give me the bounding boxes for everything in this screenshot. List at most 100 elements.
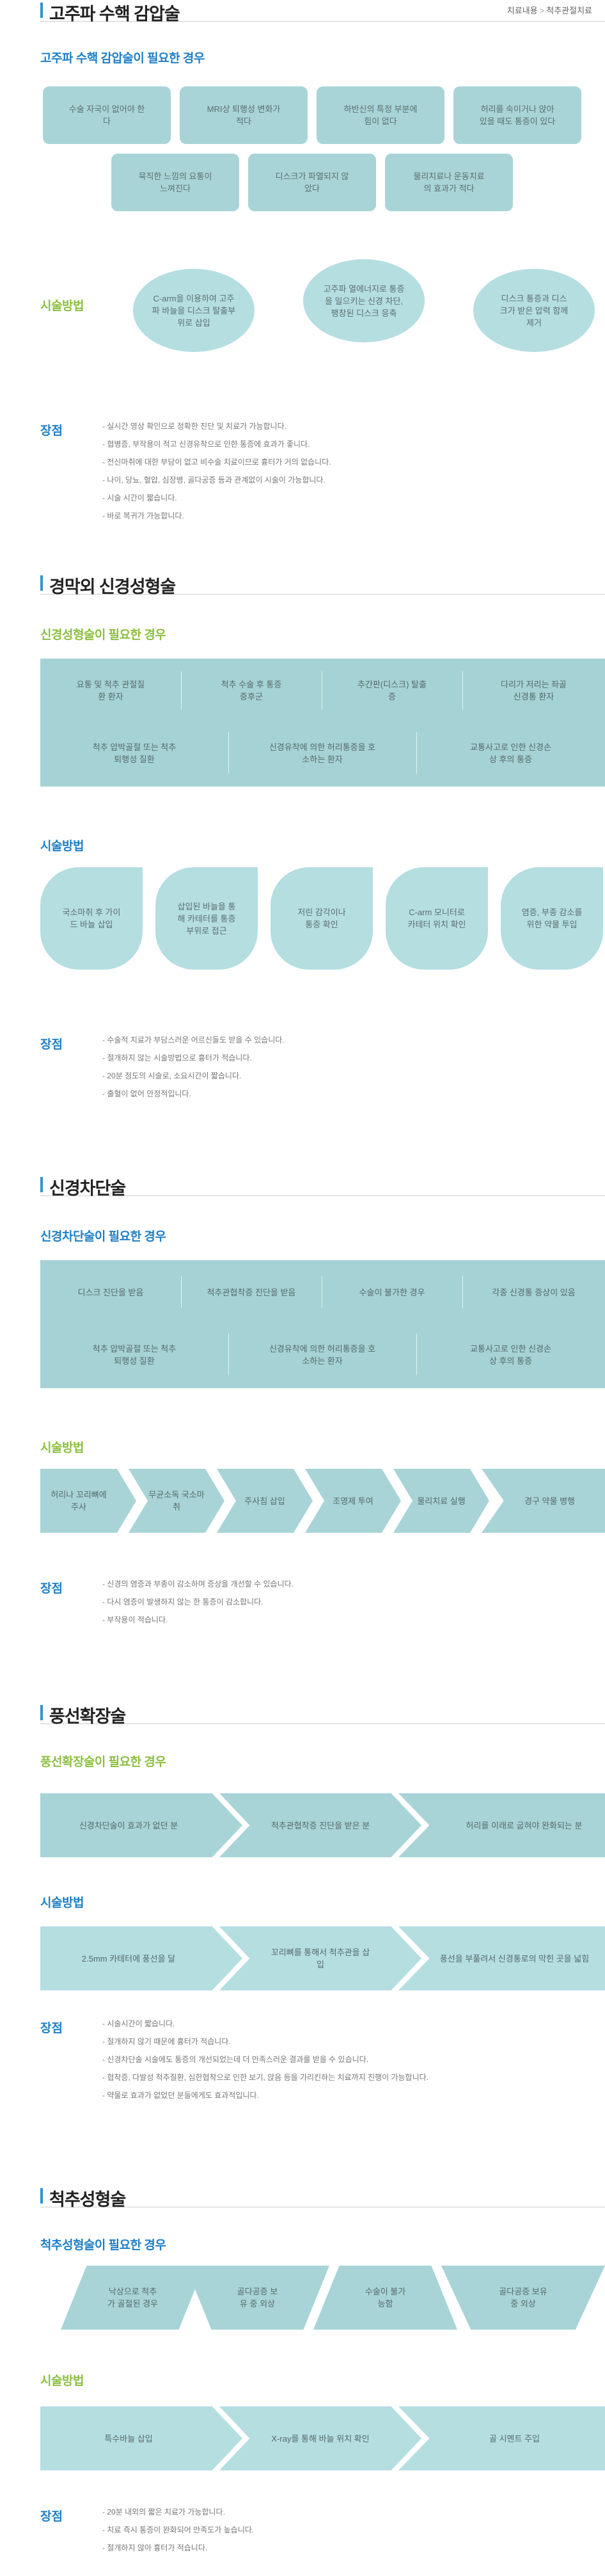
method-step: 무균소독 국소마취 xyxy=(129,1469,224,1533)
divider xyxy=(181,1276,182,1308)
need-title: 고주파 수핵 감압술이 필요한 경우 xyxy=(40,52,205,65)
method-step: 삽입된 바늘을 통해 카테터를 통증 부위로 접근 xyxy=(155,867,258,970)
need-title: 풍선확장술이 필요한 경우 xyxy=(40,1756,166,1769)
advantage-item: 시술 시간이 짧습니다. xyxy=(102,489,331,507)
need-item: 교통사고로 인한 신경손상 후의 통증 xyxy=(470,742,551,764)
method-step: 디스크 통증과 디스크가 받은 압력 함께 제거 xyxy=(473,269,595,352)
method-step: 물리치료 실행 xyxy=(393,1469,489,1533)
method-step: X-ray를 통해 바늘 위치 확인 xyxy=(219,2406,421,2470)
advantage-item: 출혈이 없어 안정적입니다. xyxy=(102,1085,285,1103)
section-rf-decompression: 고주파 수핵 감압술 치료내용>척추관절치료 고주파 수핵 감압술이 필요한 경… xyxy=(0,0,605,550)
advantage-item: 20분 내외의 짧은 치료가 가능합니다. xyxy=(102,2503,254,2521)
need-item: 요통 및 척추 관절질환 환자 xyxy=(76,680,145,701)
method-step: 국소마취 후 가이드 바늘 삽입 xyxy=(40,867,143,970)
need-item: 척추 압박골절 또는 척추 퇴행성 질환 xyxy=(92,742,177,764)
method-step: 꼬리뼈를 통해서 척추관을 삽입 xyxy=(219,1926,421,1990)
advantage-item: 신경의 염증과 부종이 감소하며 증상을 개선할 수 있습니다. xyxy=(102,1575,294,1593)
section-nerve-block: 신경차단술 신경차단술이 필요한 경우 디스크 진단을 받음 척추관협착증 진단… xyxy=(0,1174,605,1686)
method-step: 골 시멘트 주입 xyxy=(398,2406,605,2470)
advantage-item: 전신마취에 대한 부담이 없고 비수술 치료이므로 흉터가 거의 없습니다. xyxy=(102,453,331,471)
section-header: 신경차단술 xyxy=(40,1174,605,1198)
need-item: 척추관협착증 진단을 받음 xyxy=(207,1287,296,1297)
breadcrumb-item[interactable]: 척추관절치료 xyxy=(546,6,592,15)
need-item: 골다공증 보유 중 외상 xyxy=(185,2266,329,2330)
section-header: 풍선확장술 xyxy=(40,1702,605,1726)
section-title: 고주파 수핵 감압술 xyxy=(49,4,180,24)
advantage-item: 나이, 당뇨, 혈압, 심장병, 골다공증 등과 관계없이 시술이 가능합니다. xyxy=(102,471,331,489)
method-title: 시술방법 xyxy=(40,1896,84,1910)
advantage-item: 협착증, 다발성 척추질환, 심한협착으로 인한 보기, 앉음 등을 가리킨하는… xyxy=(102,2068,428,2086)
advantage-list: 시술시간이 짧습니다. 절개하지 않기 때문에 흉터가 적습니다. 신경차단술 … xyxy=(102,2015,428,2104)
advantage-item: 실시간 영상 확인으로 정확한 진단 및 치료가 가능합니다. xyxy=(102,417,331,435)
need-item: 허리를 이래로 굽혀야 완화되는 분 xyxy=(398,1793,605,1857)
divider xyxy=(416,732,417,774)
method-step: 2.5mm 카테터에 풍선을 달 xyxy=(40,1926,242,1990)
need-item: 신경유착에 의한 허리통증을 호소하는 환자 xyxy=(269,742,376,764)
need-item: 추간판(디스크) 탈출증 xyxy=(358,680,427,701)
advantage-item: 부작용이 적습니다. xyxy=(102,1611,294,1629)
title-accent-bar xyxy=(40,1177,43,1192)
section-header: 고주파 수핵 감압술 치료내용>척추관절치료 xyxy=(40,0,605,24)
method-step: 특수바늘 삽입 xyxy=(40,2406,242,2470)
method-step: 허리나 꼬리뼈에 주사 xyxy=(40,1469,136,1533)
method-step: 풍선을 부풀려서 신경통로의 막힌 곳을 넓힘 xyxy=(398,1926,605,1990)
section-header: 경막외 신경성형술 xyxy=(40,573,605,596)
divider xyxy=(181,671,182,710)
advantage-list: 신경의 염증과 부종이 감소하며 증상을 개선할 수 있습니다. 다시 염증이 … xyxy=(102,1575,294,1629)
need-item: 허리를 숙이거나 앉아 있을 때도 통증이 있다 xyxy=(453,86,581,144)
advantage-item: 20분 정도의 시술로, 소요시간이 짧습니다. xyxy=(102,1067,285,1085)
section-vertebroplasty: 척추성형술 척추성형술이 필요한 경우 낙상으로 척추가 골절된 경우 골다공증… xyxy=(0,2186,605,2576)
need-item: 척추 수술 후 통증 증후군 xyxy=(221,680,282,701)
method-step: C-arm 모니터로 카테터 위치 확인 xyxy=(386,867,488,970)
section-title: 풍선확장술 xyxy=(49,1707,126,1726)
advantage-item: 치료 즉시 통증이 완화되어 만족도가 높습니다. xyxy=(102,2521,254,2539)
need-item: MRI상 퇴행성 변화가 적다 xyxy=(180,86,308,144)
divider xyxy=(462,671,463,710)
need-title: 신경성형술이 필요한 경우 xyxy=(40,628,166,642)
need-item: 다리가 저리는 좌골신경통 환자 xyxy=(501,680,567,701)
title-accent-bar xyxy=(40,2188,43,2204)
section-title: 신경차단술 xyxy=(49,1179,126,1198)
method-step: 저린 감각이나 통증 확인 xyxy=(271,867,373,970)
method-title: 시술방법 xyxy=(40,2374,84,2388)
section-title: 경막외 신경성형술 xyxy=(49,577,176,596)
need-item: 수술이 불가능함 xyxy=(313,2266,457,2330)
method-step: 주사침 삽입 xyxy=(217,1469,313,1533)
need-item: 낙상으로 척추가 골절된 경우 xyxy=(61,2266,205,2330)
advantage-item: 다시 염증이 발생하지 않는 한 통증이 감소합니다. xyxy=(102,1593,294,1611)
divider xyxy=(462,1276,463,1308)
advantage-item: 약물로 효과가 없었던 분들에게도 효과적입니다. xyxy=(102,2086,428,2104)
need-item: 하반신의 특정 부분에 힘이 없다 xyxy=(317,86,444,144)
breadcrumb-item[interactable]: 치료내용 xyxy=(507,6,538,15)
title-accent-bar xyxy=(40,3,43,18)
advantage-item: 절개하지 않기 때문에 흉터가 적습니다. xyxy=(102,2033,428,2051)
advantage-list: 수술적 치료가 부담스러운 어르신들도 받을 수 있습니다. 절개하지 않는 시… xyxy=(102,1031,285,1103)
need-item: 수술이 불가한 경우 xyxy=(359,1287,425,1297)
section-neuroplasty: 경막외 신경성형술 신경성형술이 필요한 경우 요통 및 척추 관절질환 환자 … xyxy=(0,573,605,1117)
need-panel: 요통 및 척추 관절질환 환자 척추 수술 후 통증 증후군 추간판(디스크) … xyxy=(40,659,605,787)
need-title: 신경차단술이 필요한 경우 xyxy=(40,1230,166,1244)
advantage-list: 20분 내외의 짧은 치료가 가능합니다. 치료 즉시 통증이 완화되어 만족도… xyxy=(102,2503,254,2557)
section-header: 척추성형술 xyxy=(40,2186,605,2209)
need-item: 척추관협착증 진단을 받은 분 xyxy=(219,1793,421,1857)
need-item: 물리치료나 운동치료의 효과가 적다 xyxy=(385,154,513,211)
need-item: 척추 압박골절 또는 척추 퇴행성 질환 xyxy=(92,1343,177,1366)
advantage-title: 장점 xyxy=(40,2022,63,2035)
section-title: 척추성형술 xyxy=(49,2190,126,2209)
need-item: 각종 신경통 증상이 있음 xyxy=(492,1287,576,1297)
title-accent-bar xyxy=(40,1705,43,1720)
method-step: 염증, 부종 감소를 위한 약물 투입 xyxy=(501,867,603,970)
advantage-title: 장점 xyxy=(40,424,63,438)
need-item: 교통사고로 인한 신경손상 후의 통증 xyxy=(470,1343,551,1366)
need-item: 수술 자국이 없어야 한다 xyxy=(43,86,171,144)
need-item: 신경유착에 의한 허리통증을 호소하는 환자 xyxy=(269,1343,376,1366)
need-item: 디스크 진단을 받음 xyxy=(77,1287,144,1297)
advantage-title: 장점 xyxy=(40,1038,63,1052)
title-accent-bar xyxy=(40,575,43,591)
advantage-item: 시술시간이 짧습니다. xyxy=(102,2015,428,2033)
advantage-item: 바로 복귀가 가능합니다. xyxy=(102,507,331,525)
breadcrumb-separator: > xyxy=(539,6,545,15)
divider xyxy=(228,732,229,774)
method-title: 시술방법 xyxy=(40,1441,84,1455)
advantage-item: 협병증, 부작용이 적고 신경유착으로 인한 통증에 효과가 좋니다. xyxy=(102,435,331,453)
